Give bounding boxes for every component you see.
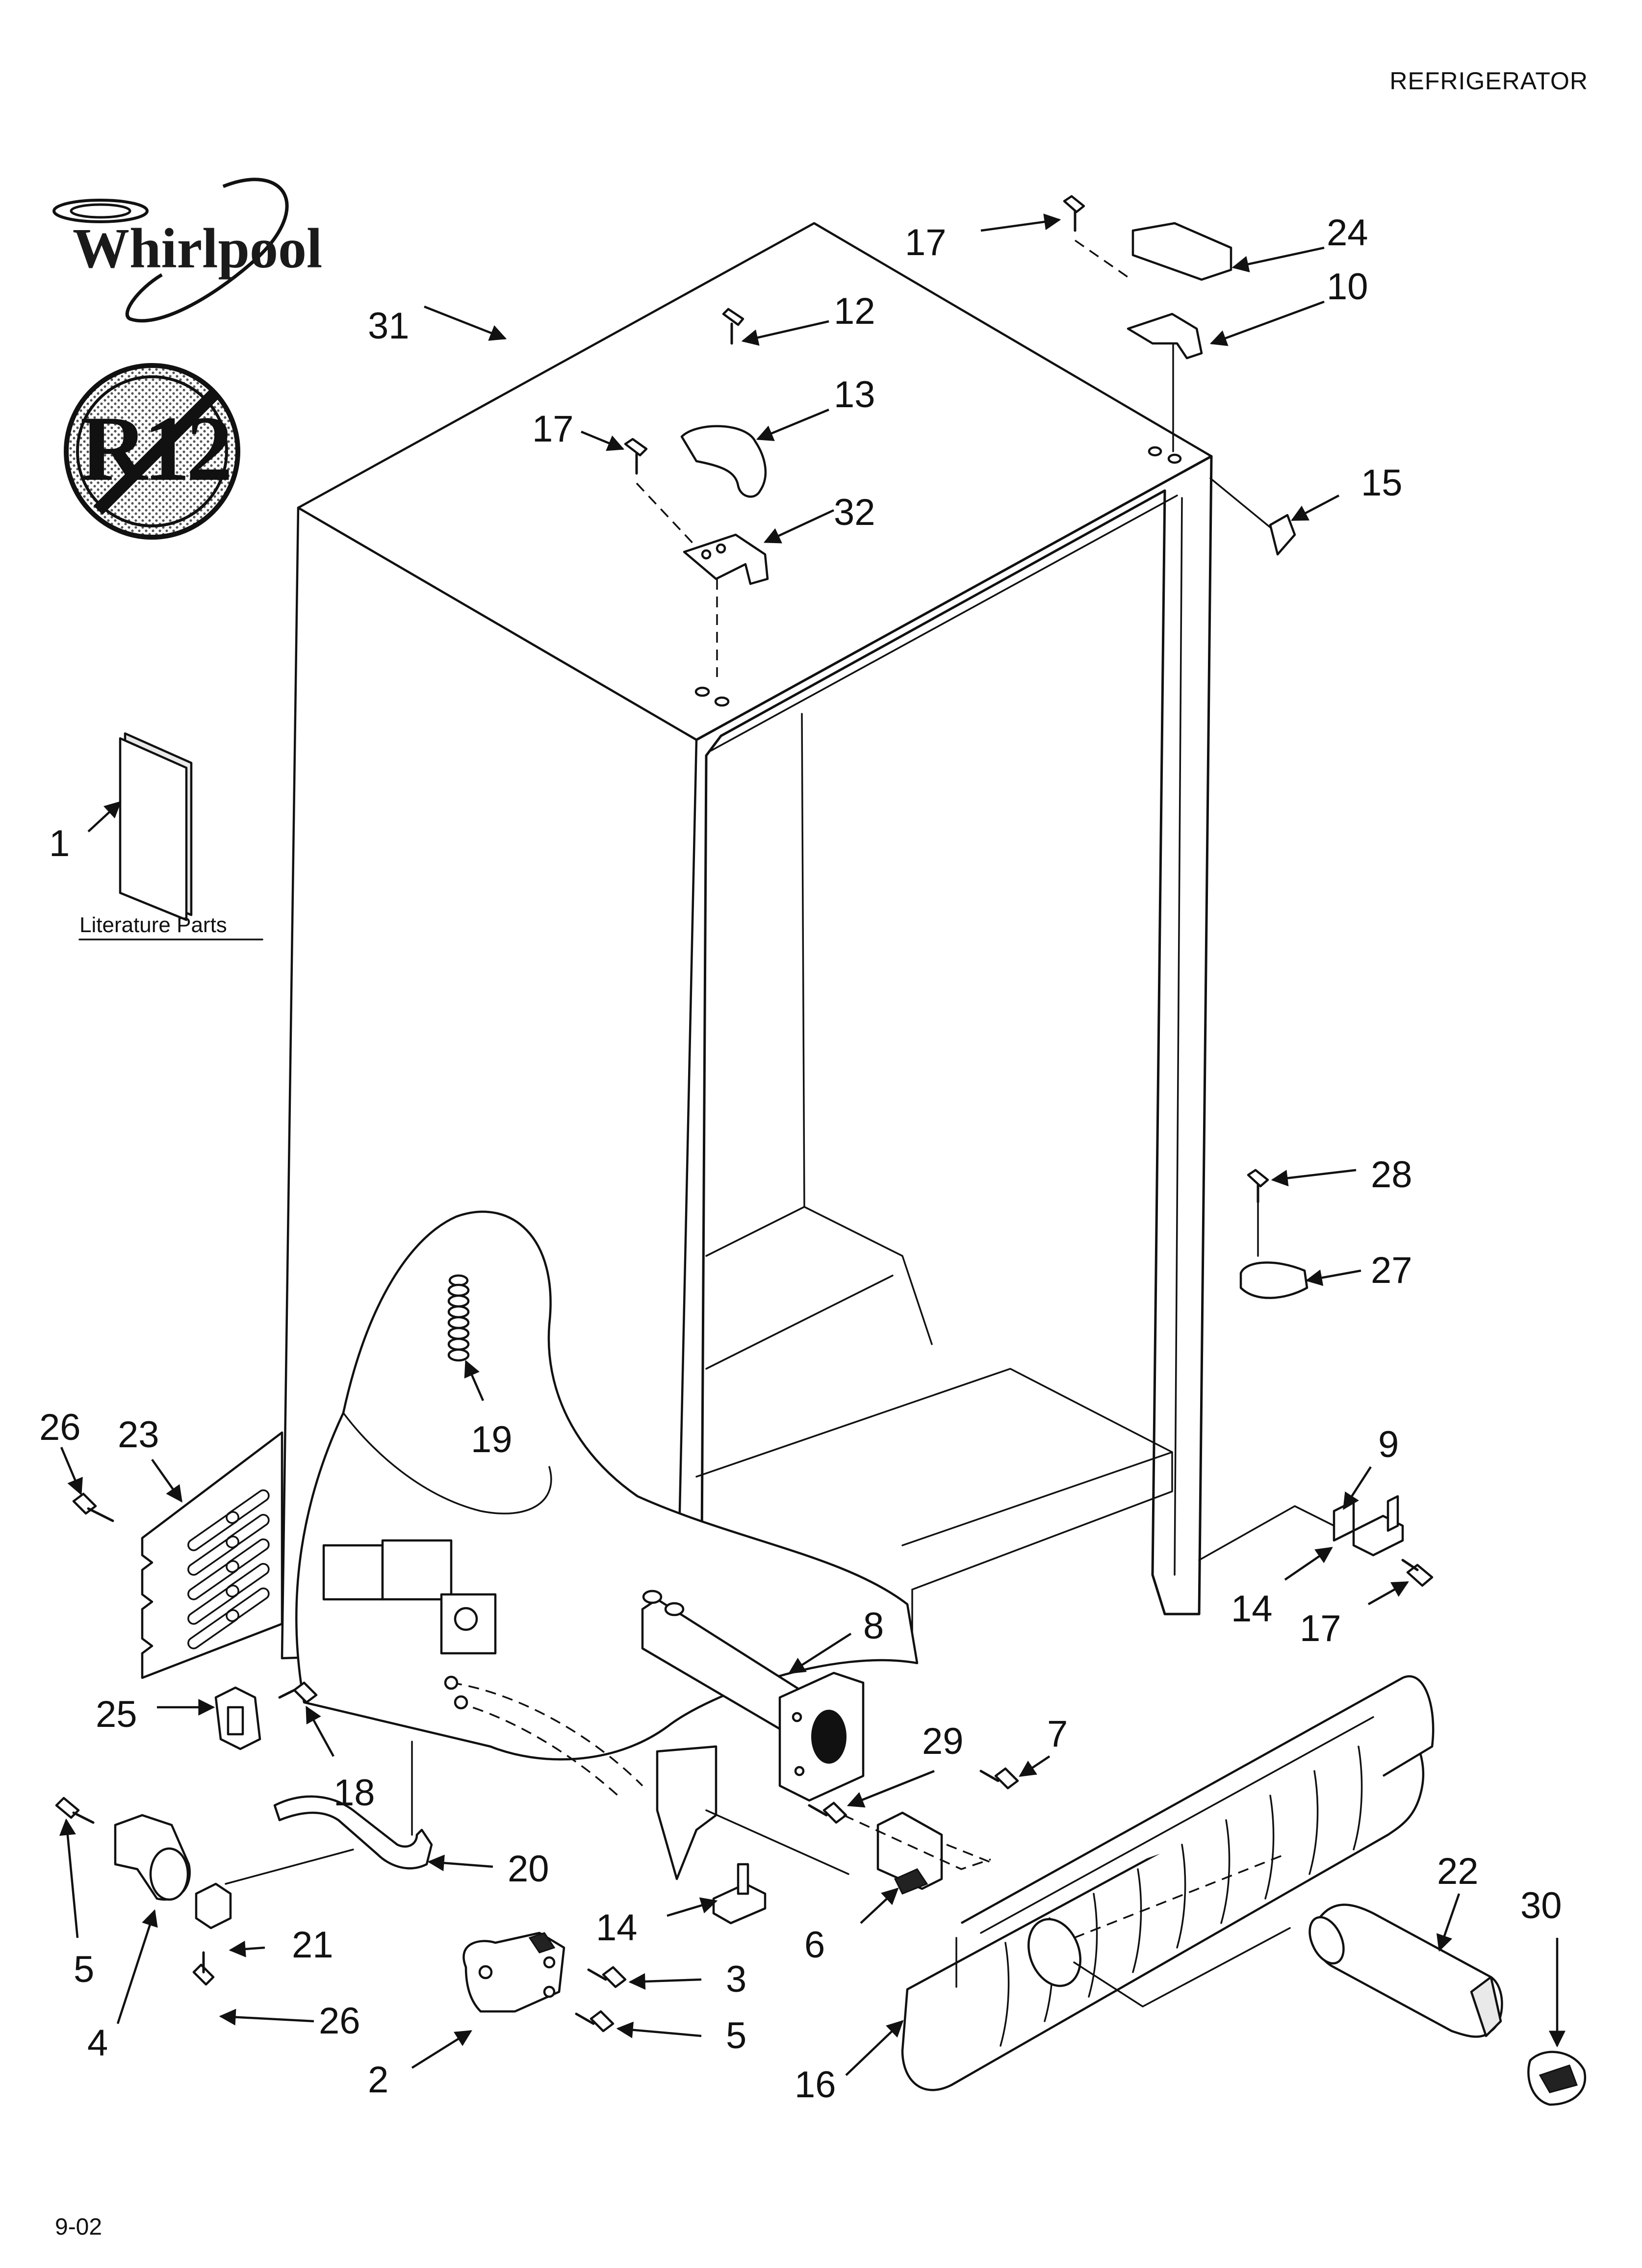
callout-8: 8 bbox=[863, 1605, 884, 1647]
callout-20: 20 bbox=[508, 1848, 549, 1890]
callout-32: 32 bbox=[834, 492, 875, 533]
callout-21: 21 bbox=[292, 1924, 334, 1966]
callout-19: 19 bbox=[471, 1419, 513, 1460]
callout-7: 7 bbox=[1047, 1713, 1068, 1755]
date-code: 9-02 bbox=[55, 2214, 102, 2240]
lower-hinge-right bbox=[462, 1931, 627, 2033]
callout-1: 1 bbox=[49, 823, 70, 864]
callout-14-lower: 14 bbox=[596, 1907, 638, 1949]
callout-12: 12 bbox=[834, 290, 875, 332]
internal-controls bbox=[322, 1539, 643, 1797]
callout-18: 18 bbox=[334, 1772, 375, 1814]
callout-16: 16 bbox=[795, 2064, 836, 2106]
leader-arrows bbox=[59, 213, 1565, 2076]
logo-wordmark: Whirlpool bbox=[73, 217, 322, 280]
no-r12-icon: R12 bbox=[64, 363, 240, 540]
door-stop-parts bbox=[1198, 1169, 1434, 1587]
callout-labels: 31 17 24 10 12 13 17 32 15 1 28 27 26 23… bbox=[39, 212, 1562, 2106]
callout-17-hinge: 17 bbox=[532, 408, 574, 450]
water-tube bbox=[192, 1741, 433, 1986]
callout-3: 3 bbox=[726, 1958, 746, 2000]
callout-31: 31 bbox=[368, 305, 410, 347]
lower-hinge-left bbox=[55, 1797, 191, 1901]
whirlpool-logo: Whirlpool bbox=[52, 178, 322, 323]
page-header: REFRIGERATOR bbox=[1389, 67, 1588, 95]
heater-coil bbox=[447, 1274, 470, 1362]
callout-24: 24 bbox=[1327, 212, 1368, 254]
callout-9: 9 bbox=[1378, 1424, 1399, 1465]
literature-booklet bbox=[119, 732, 193, 921]
callout-27: 27 bbox=[1371, 1250, 1412, 1291]
callout-5-right: 5 bbox=[726, 2015, 746, 2057]
callout-17-right: 17 bbox=[1300, 1608, 1341, 1649]
water-fitting bbox=[641, 1590, 865, 1802]
callout-5-left: 5 bbox=[74, 1949, 94, 1990]
callout-26-rear: 26 bbox=[39, 1407, 81, 1448]
callout-28: 28 bbox=[1371, 1154, 1412, 1196]
literature-label: Literature Parts bbox=[79, 913, 227, 937]
valve-bracket bbox=[214, 1681, 318, 1750]
callout-29: 29 bbox=[922, 1721, 964, 1762]
callout-23: 23 bbox=[118, 1414, 159, 1456]
callout-26-lower: 26 bbox=[319, 2000, 360, 2042]
water-filter bbox=[1308, 1903, 1587, 2106]
callout-17-top: 17 bbox=[905, 222, 947, 263]
callout-4: 4 bbox=[87, 2022, 108, 2064]
callout-15: 15 bbox=[1361, 462, 1403, 504]
top-hinge-right bbox=[1063, 195, 1296, 556]
screws-bracket bbox=[808, 1767, 1019, 1895]
callout-13: 13 bbox=[834, 374, 875, 416]
callout-25: 25 bbox=[96, 1694, 137, 1735]
callout-14-right: 14 bbox=[1231, 1588, 1273, 1630]
base-bracket bbox=[712, 1863, 767, 1925]
callout-2: 2 bbox=[368, 2059, 388, 2101]
toe-grille bbox=[901, 1675, 1435, 2091]
callout-30: 30 bbox=[1520, 1885, 1562, 1927]
top-hinge-left bbox=[624, 308, 769, 707]
rear-grille bbox=[72, 1431, 283, 1679]
callout-10: 10 bbox=[1327, 266, 1368, 308]
callout-22: 22 bbox=[1437, 1851, 1479, 1892]
callout-6: 6 bbox=[804, 1924, 825, 1966]
